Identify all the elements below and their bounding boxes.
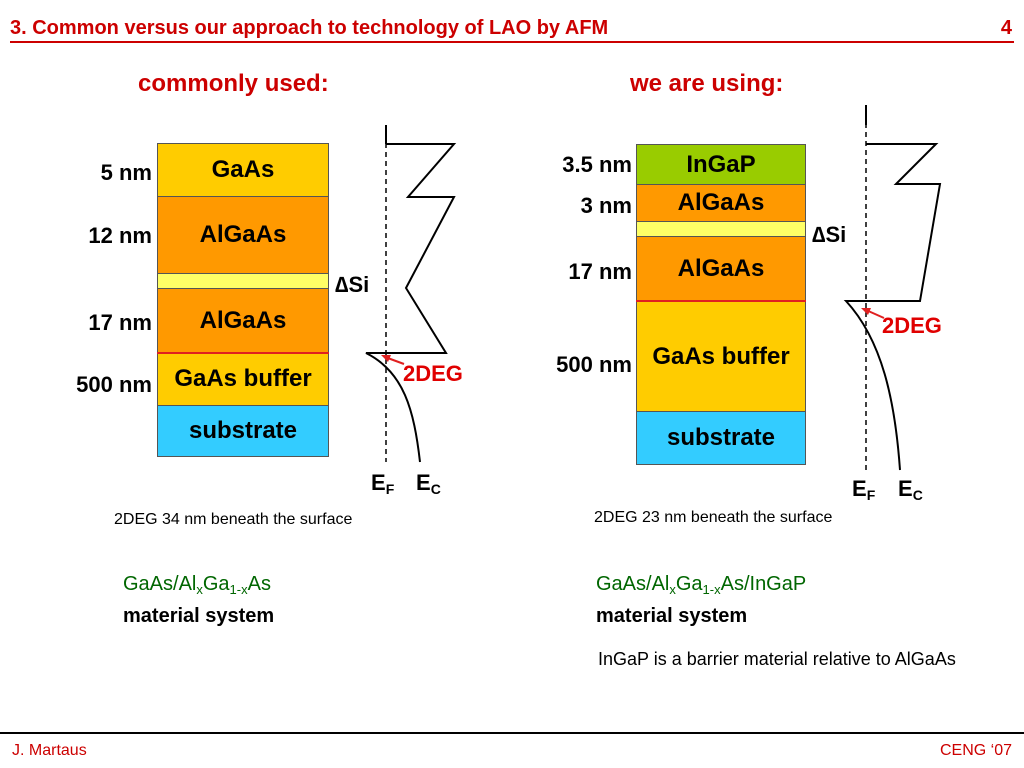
ec-subscript: C [430, 481, 441, 497]
si-text: Si [348, 272, 370, 297]
right-material-system: GaAs/AlxGa1-xAs/InGaP material system [596, 571, 806, 629]
left-material-system: GaAs/AlxGa1-xAs material system [123, 571, 274, 629]
right-material-system-label: material system [596, 605, 748, 627]
right-delta-si-label: ∆Si [812, 222, 846, 248]
left-delta-si-label: ∆Si [335, 272, 369, 298]
formula-sub: x [669, 582, 676, 597]
left-2deg-arrowhead [381, 355, 391, 362]
right-ec-label: EC [898, 476, 923, 503]
left-material-formula: GaAs/AlxGa1-xAs [123, 571, 274, 603]
page-number: 4 [1000, 17, 1012, 39]
left-conduction-band-curve [365, 143, 457, 463]
left-2deg-label: 2DEG [403, 361, 463, 386]
left-caption: 2DEG 34 nm beneath the surface [114, 511, 353, 528]
right-layer-gaas-buffer: GaAs buffer [636, 301, 806, 412]
footer-divider [0, 732, 1024, 734]
slide-title: 3. Common versus our approach to technol… [10, 17, 609, 39]
formula-sub: 1-x [702, 582, 721, 597]
delta-symbol: ∆ [335, 272, 349, 297]
left-material-system-label: material system [123, 605, 275, 627]
ef-subscript: F [866, 487, 876, 503]
si-text: Si [825, 222, 847, 247]
formula-part: As [247, 573, 271, 595]
right-thickness-2: 3 nm [580, 193, 632, 218]
left-thickness-3: 17 nm [88, 310, 152, 335]
left-layer-gaas-buffer: GaAs buffer [157, 352, 329, 406]
formula-sub: x [196, 582, 203, 597]
right-layer-algaas-top: AlGaAs [636, 184, 806, 222]
right-material-formula: GaAs/AlxGa1-xAs/InGaP [596, 571, 806, 603]
ec-letter: E [898, 476, 913, 501]
delta-symbol: ∆ [812, 222, 826, 247]
formula-sub: 1-x [229, 582, 248, 597]
right-thickness-3: 17 nm [568, 259, 632, 284]
left-ec-label: EC [416, 470, 441, 497]
left-layer-gaas: GaAs [157, 143, 329, 197]
left-layer-algaas-top: AlGaAs [157, 196, 329, 274]
ef-letter: E [852, 476, 867, 501]
right-2deg-arrowhead [861, 308, 871, 315]
left-thickness-2: 12 nm [88, 223, 152, 248]
right-2deg-label: 2DEG [882, 313, 942, 338]
formula-part: GaAs/Al [596, 573, 670, 595]
footer-event: CENG ‘07 [939, 742, 1012, 759]
right-note: InGaP is a barrier material relative to … [598, 649, 956, 669]
left-thickness-1: 5 nm [100, 160, 152, 185]
right-ef-label: EF [852, 476, 875, 503]
right-thickness-1: 3.5 nm [562, 152, 632, 177]
ec-letter: E [416, 470, 431, 495]
formula-part: As/InGaP [720, 573, 807, 595]
right-conduction-band-curve [843, 143, 942, 471]
ef-letter: E [371, 470, 386, 495]
left-thickness-4: 500 nm [76, 372, 152, 397]
formula-part: Ga [202, 573, 230, 595]
ec-subscript: C [912, 487, 923, 503]
title-bar: 3. Common versus our approach to technol… [10, 17, 1014, 43]
left-ef-label: EF [371, 470, 394, 497]
footer-author: J. Martaus [12, 742, 87, 759]
left-layer-substrate: substrate [157, 405, 329, 457]
formula-part: GaAs/Al [123, 573, 197, 595]
right-layer-algaas-bottom: AlGaAs [636, 236, 806, 302]
right-caption: 2DEG 23 nm beneath the surface [594, 509, 833, 526]
ef-subscript: F [385, 481, 395, 497]
right-thickness-4: 500 nm [556, 352, 632, 377]
left-heading: commonly used: [138, 70, 329, 97]
formula-part: Ga [675, 573, 703, 595]
right-layer-substrate: substrate [636, 411, 806, 465]
right-heading: we are using: [630, 70, 784, 97]
right-layer-ingap: InGaP [636, 144, 806, 185]
